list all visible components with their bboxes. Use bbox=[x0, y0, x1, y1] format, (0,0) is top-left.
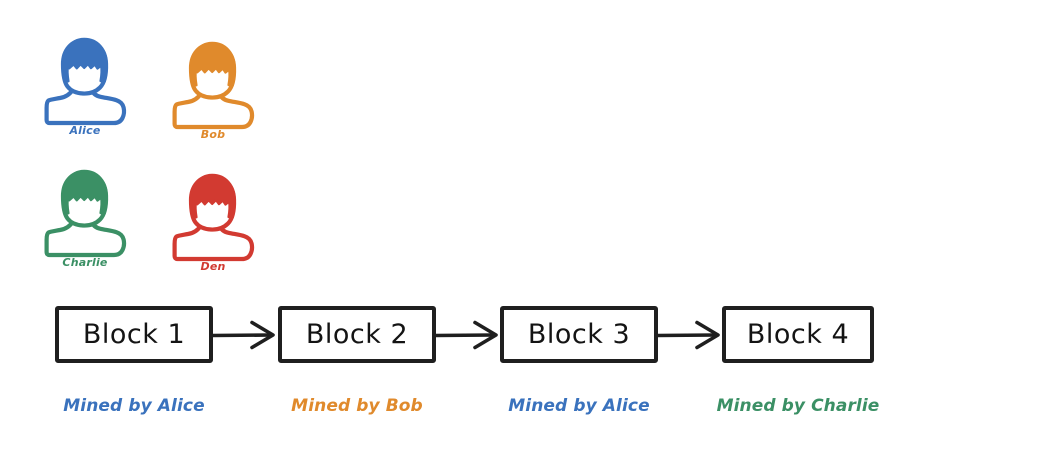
participant-alice: Alice bbox=[42, 34, 128, 144]
block-2-miner-caption: Mined by Bob bbox=[291, 396, 423, 416]
block-4-miner-caption: Mined by Charlie bbox=[716, 396, 880, 416]
person-avatar-icon bbox=[44, 169, 127, 258]
block-label: Block 2 bbox=[305, 319, 409, 350]
block-3[interactable]: Block 3 bbox=[500, 306, 658, 363]
block-1-miner-caption: Mined by Alice bbox=[63, 396, 205, 416]
participant-label: Alice bbox=[69, 124, 101, 137]
participant-label: Den bbox=[200, 260, 226, 273]
block-4[interactable]: Block 4 bbox=[722, 306, 874, 363]
person-avatar-icon bbox=[172, 173, 255, 262]
block-label: Block 1 bbox=[82, 319, 186, 350]
arrow-right-icon bbox=[210, 320, 275, 350]
participant-label: Charlie bbox=[62, 256, 108, 269]
block-label: Block 3 bbox=[527, 319, 631, 350]
block-3-miner-caption: Mined by Alice bbox=[508, 396, 650, 416]
arrow-right-icon bbox=[433, 320, 498, 350]
block-label: Block 4 bbox=[746, 319, 850, 350]
arrow-block1-to-block2 bbox=[210, 320, 281, 350]
participant-label: Bob bbox=[200, 128, 226, 141]
arrow-block3-to-block4 bbox=[655, 320, 726, 350]
arrow-right-icon bbox=[655, 320, 720, 350]
participant-bob: Bob bbox=[170, 38, 256, 148]
person-avatar-icon bbox=[44, 37, 127, 126]
arrow-block2-to-block3 bbox=[433, 320, 504, 350]
participant-den: Den bbox=[170, 170, 256, 280]
block-1[interactable]: Block 1 bbox=[55, 306, 213, 363]
person-avatar-icon bbox=[172, 41, 255, 130]
block-2[interactable]: Block 2 bbox=[278, 306, 436, 363]
participant-charlie: Charlie bbox=[42, 166, 128, 276]
